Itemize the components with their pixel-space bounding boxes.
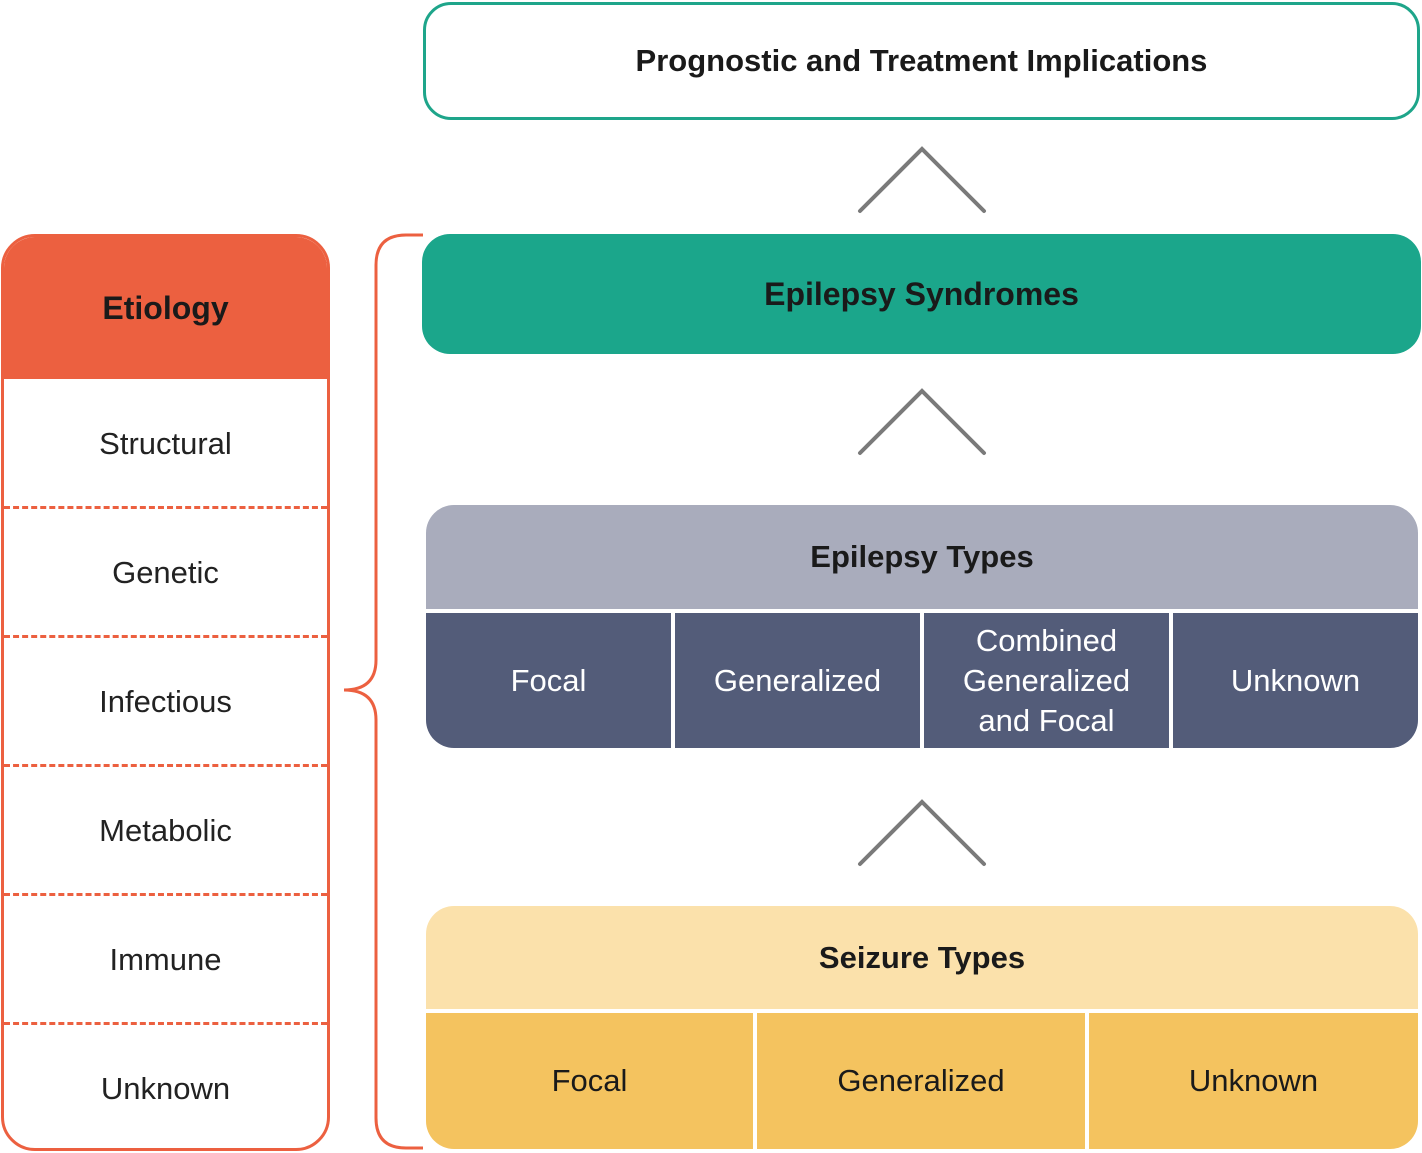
chevron-up-icon (858, 799, 986, 866)
etiology-divider (4, 1022, 327, 1025)
epilepsy-types-row: Focal Generalized Combined Generalized a… (426, 613, 1418, 748)
epilepsy-types-header: Epilepsy Types (426, 505, 1418, 609)
etiology-divider (4, 635, 327, 638)
epilepsy-type-unknown: Unknown (1173, 613, 1418, 748)
etiology-item-metabolic: Metabolic (99, 812, 232, 848)
etiology-item-genetic: Genetic (112, 554, 219, 590)
etiology-title: Etiology (102, 289, 229, 326)
syndromes-box: Epilepsy Syndromes (422, 234, 1421, 354)
epilepsy-type-generalized: Generalized (675, 613, 920, 748)
chevron-up-icon (858, 146, 986, 213)
etiology-header: Etiology (4, 237, 327, 379)
etiology-divider (4, 506, 327, 509)
etiology-divider (4, 893, 327, 896)
etiology-item-infectious: Infectious (99, 683, 232, 719)
etiology-item-immune: Immune (109, 941, 222, 977)
prognostic-box: Prognostic and Treatment Implications (423, 2, 1420, 120)
seizure-type-focal: Focal (426, 1013, 753, 1149)
etiology-divider (4, 764, 327, 767)
seizure-types-title: Seizure Types (818, 939, 1026, 975)
syndromes-title: Epilepsy Syndromes (764, 275, 1079, 312)
epilepsy-type-focal: Focal (426, 613, 671, 748)
etiology-item-structural: Structural (99, 425, 232, 461)
epilepsy-types-box: Epilepsy Types Focal Generalized Combine… (426, 505, 1418, 748)
seizure-type-generalized: Generalized (757, 1013, 1085, 1149)
chevron-up-icon (858, 388, 986, 455)
seizure-types-box: Seizure Types Focal Generalized Unknown (426, 906, 1418, 1149)
curly-bracket (343, 233, 423, 1150)
seizure-types-row: Focal Generalized Unknown (426, 1013, 1418, 1149)
seizure-types-header: Seizure Types (426, 906, 1418, 1009)
seizure-type-unknown: Unknown (1089, 1013, 1418, 1149)
prognostic-title: Prognostic and Treatment Implications (635, 43, 1208, 78)
etiology-box: Etiology Structural Genetic Infectious M… (1, 234, 330, 1151)
epilepsy-types-title: Epilepsy Types (810, 539, 1034, 574)
epilepsy-type-combined: Combined Generalized and Focal (924, 613, 1169, 748)
etiology-item-unknown: Unknown (100, 1070, 231, 1106)
